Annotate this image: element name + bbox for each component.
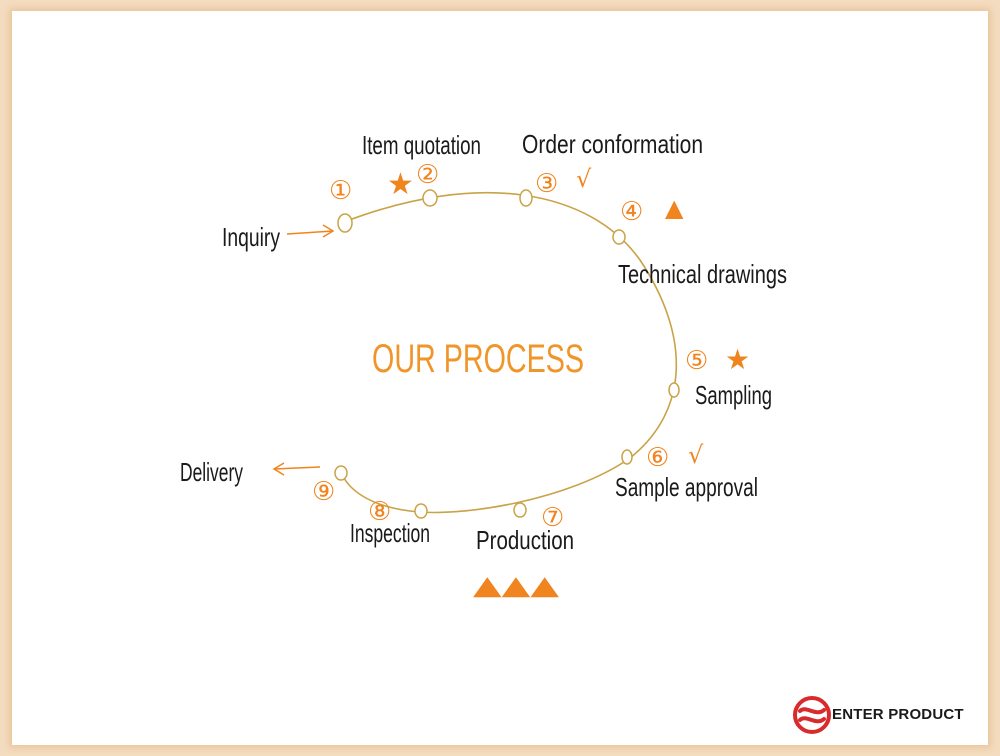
step-number-8: ⑧ bbox=[368, 497, 391, 527]
step-number-7: ⑦ bbox=[541, 503, 564, 533]
step-label-delivery: Delivery bbox=[180, 457, 243, 487]
step-node-6 bbox=[621, 449, 633, 465]
step-number-9: ⑨ bbox=[312, 477, 335, 507]
step-label-sampling: Sampling bbox=[695, 380, 772, 410]
enter-product-logo-icon bbox=[793, 696, 831, 734]
step-node-8 bbox=[414, 503, 428, 519]
step-mark-2-star-icon: ★ bbox=[387, 167, 414, 202]
step-node-1 bbox=[337, 213, 353, 233]
step-number-6: ⑥ bbox=[646, 443, 669, 473]
step-node-2 bbox=[422, 189, 438, 207]
diagram-title: OUR PROCESS bbox=[372, 337, 584, 381]
step-mark-6-check-icon: √ bbox=[688, 441, 704, 469]
step-label-sample-approval: Sample approval bbox=[615, 472, 758, 502]
inquiry-arrow bbox=[286, 224, 335, 238]
process-curve bbox=[340, 191, 678, 514]
step-node-7 bbox=[513, 502, 527, 518]
step-number-4: ④ bbox=[620, 197, 643, 227]
step-label-order-conformation: Order conformation bbox=[522, 129, 703, 159]
step-number-5: ⑤ bbox=[685, 346, 708, 376]
step-mark-5-star-icon: ★ bbox=[725, 343, 750, 376]
step-node-4 bbox=[612, 229, 626, 245]
step-number-2: ② bbox=[416, 160, 439, 190]
step-node-3 bbox=[519, 189, 533, 207]
step-label-production: Production bbox=[476, 525, 574, 555]
step-mark-7-triangles-icon: ▲▲▲ bbox=[473, 571, 559, 601]
step-label-item-quotation: Item quotation bbox=[362, 130, 481, 160]
step-label-inspection: Inspection bbox=[350, 518, 430, 548]
step-number-1: ① bbox=[329, 176, 352, 206]
delivery-arrow bbox=[272, 462, 321, 476]
page-frame bbox=[12, 11, 988, 745]
step-mark-3-check-icon: √ bbox=[576, 165, 592, 193]
step-label-technical-drawings: Technical drawings bbox=[618, 259, 787, 289]
step-mark-4-triangle-icon: ▲ bbox=[665, 194, 684, 222]
step-node-5 bbox=[668, 382, 680, 398]
step-number-3: ③ bbox=[535, 169, 558, 199]
logo-text: ENTER PRODUCT bbox=[832, 706, 964, 723]
step-node-9 bbox=[334, 465, 348, 481]
step-label-inquiry: Inquiry bbox=[222, 222, 280, 252]
